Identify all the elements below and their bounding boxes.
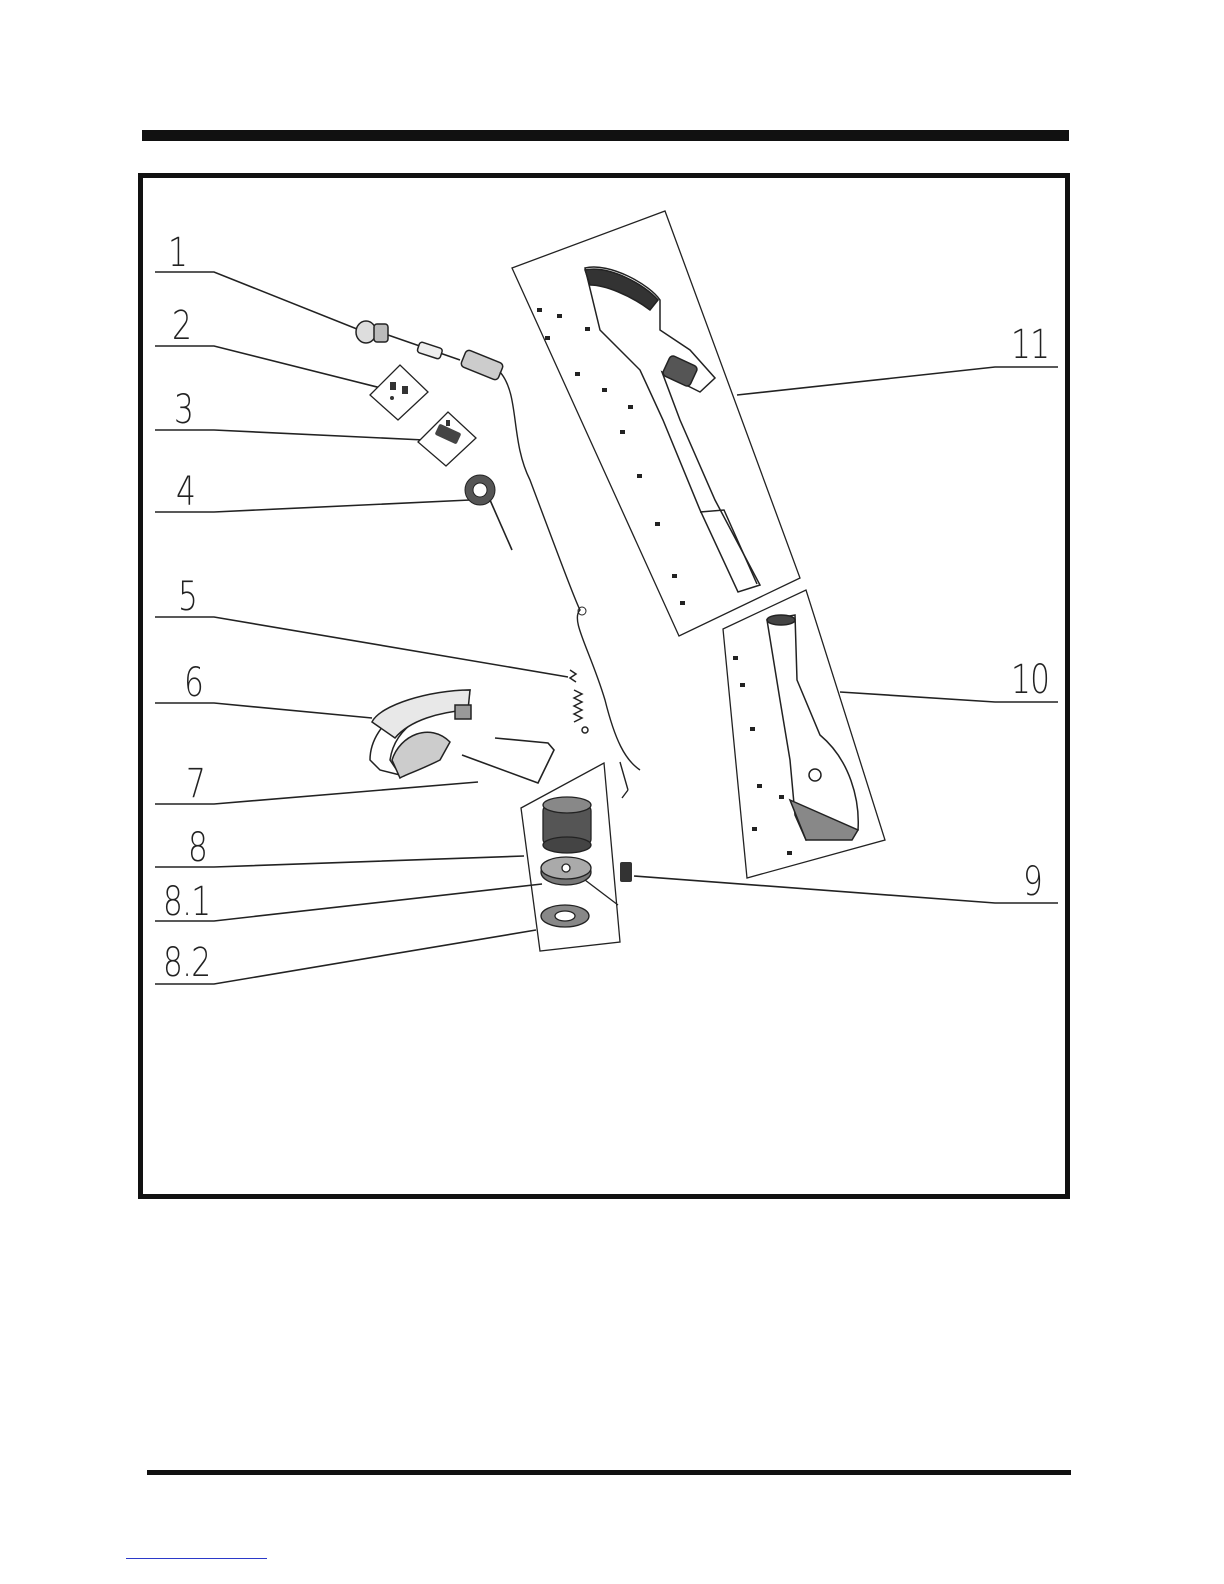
part-8-1-fan <box>541 857 591 885</box>
callout-3: 3 <box>174 390 193 430</box>
callout-4: 4 <box>176 472 195 512</box>
part-9-spring <box>620 862 632 882</box>
leader-line-8 <box>155 856 524 867</box>
callout-2: 2 <box>172 306 191 346</box>
main-cable <box>500 372 640 770</box>
leader-line-8-1 <box>155 884 542 921</box>
part-11-group-box <box>512 211 800 636</box>
callout-8: 8 <box>188 828 207 868</box>
part-7-wire <box>462 738 554 783</box>
leader-line-4 <box>155 500 470 512</box>
callout-7: 7 <box>186 764 205 804</box>
part-8-2-washer <box>541 905 589 927</box>
leader-line-8-2 <box>155 930 536 984</box>
part-11-upper-handle <box>585 267 760 592</box>
callout-10: 10 <box>1011 660 1049 700</box>
part-3-switch <box>418 412 476 466</box>
part-8-motor <box>543 797 591 853</box>
part-5-spring <box>570 670 588 733</box>
leader-line-2 <box>155 346 385 389</box>
leader-line-9 <box>634 876 1058 903</box>
part-4-disc <box>465 475 512 550</box>
callout-1: 1 <box>168 233 187 273</box>
callout-5: 5 <box>178 577 197 617</box>
part-1-cord-inlet <box>356 321 504 381</box>
part-6-guard <box>370 690 471 778</box>
leader-line-3 <box>155 430 424 440</box>
callout-11: 11 <box>1011 325 1049 365</box>
part-10-lower-housing <box>767 615 858 840</box>
leader-line-11 <box>737 367 1058 395</box>
callout-6: 6 <box>184 663 203 703</box>
leader-line-5 <box>155 617 568 677</box>
callout-8-2: 8.2 <box>163 943 210 983</box>
part-2-switch-screws <box>370 365 428 420</box>
callout-8-1: 8.1 <box>163 882 210 922</box>
callout-9: 9 <box>1023 862 1042 902</box>
